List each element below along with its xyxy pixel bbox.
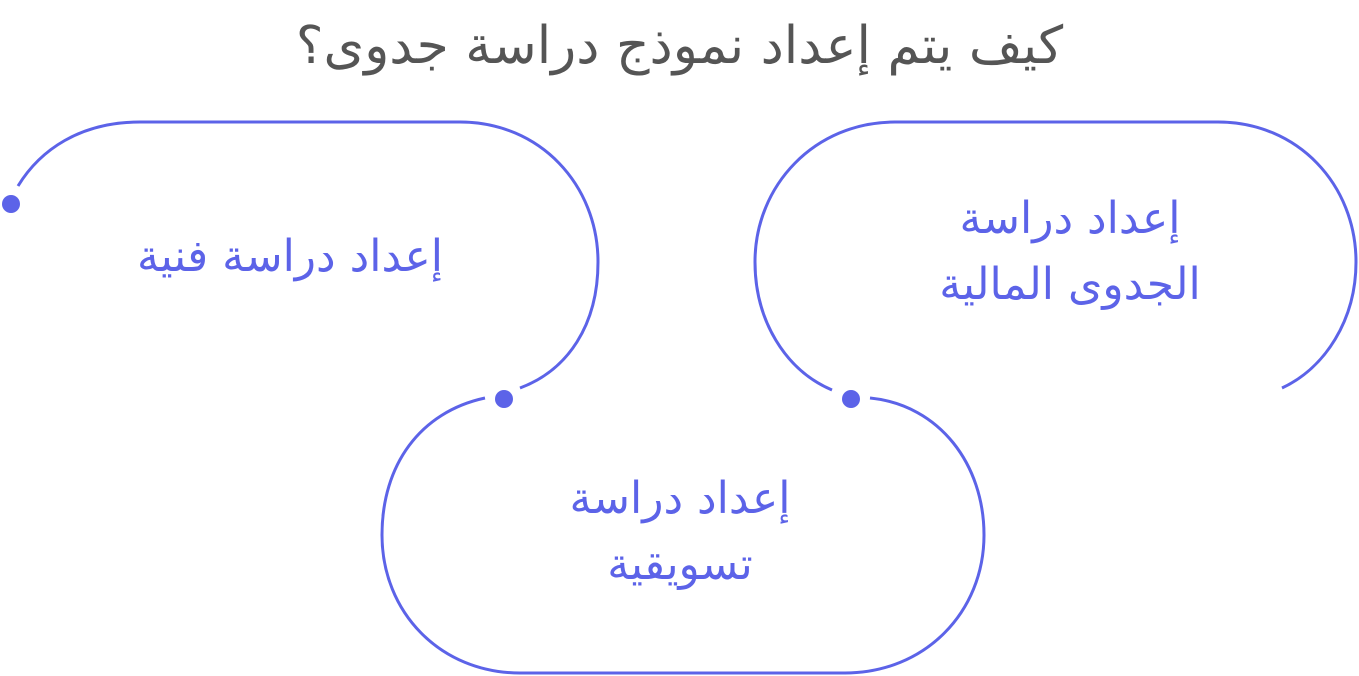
technical-study-start-dot <box>2 195 20 213</box>
marketing-study-label-line: تسويقية <box>607 539 753 590</box>
technical-study-label: إعداد دراسة فنية <box>70 224 510 290</box>
marketing-study-label-line: إعداد دراسة <box>569 473 791 524</box>
financial-study-label: إعداد دراسة الجدوى المالية <box>860 186 1280 318</box>
marketing-study-label: إعداد دراسة تسويقية <box>480 466 880 598</box>
marketing-study-outline <box>380 396 986 675</box>
marketing-study-end-dot <box>842 390 860 408</box>
financial-study-label-line: إعداد دراسة <box>959 193 1181 244</box>
technical-study-label-line: إعداد دراسة فنية <box>136 231 444 282</box>
financial-study-outline <box>753 120 1358 392</box>
financial-study-label-line: الجدوى المالية <box>939 259 1201 310</box>
diagram-title: كيف يتم إعداد نموذج دراسة جدوى؟ <box>295 16 1064 76</box>
technical-study-end-dot <box>495 390 513 408</box>
technical-study-outline <box>16 120 600 390</box>
